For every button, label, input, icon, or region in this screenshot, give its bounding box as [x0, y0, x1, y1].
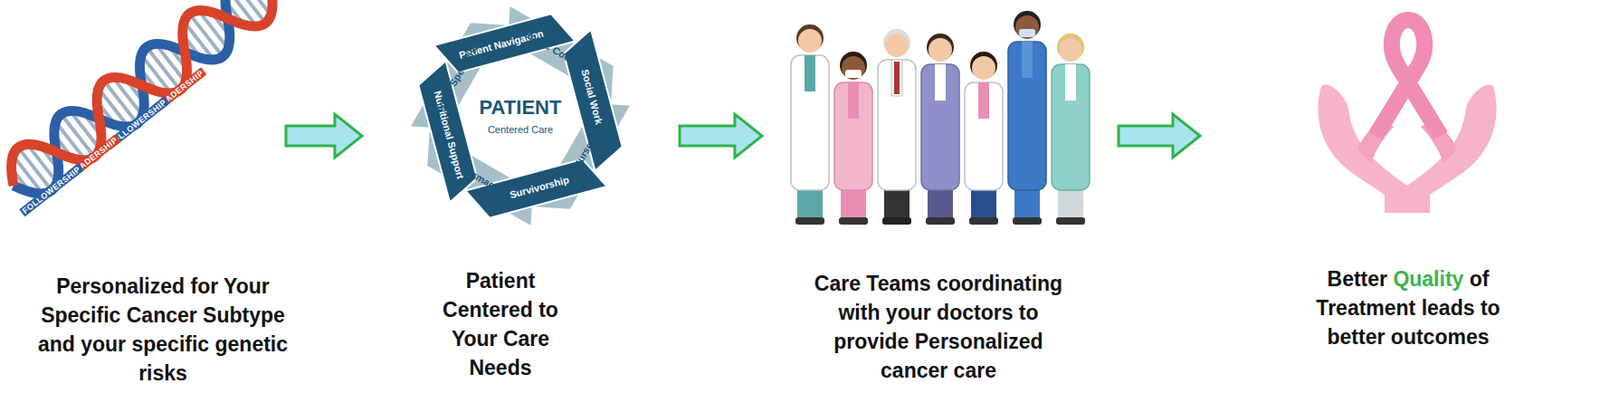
picture-step: Care Teams coordinating with your doctor…: [765, 0, 1115, 231]
step-caption: Better Quality of Treatment leads to bet…: [1302, 264, 1515, 352]
drawing-part: [1012, 217, 1042, 225]
drawing-part: [838, 217, 868, 225]
drawing-part: [877, 59, 916, 191]
dna-strand-red: [0, 0, 287, 208]
drawing-part: [1021, 41, 1033, 78]
team-member: [1008, 10, 1047, 225]
dna-strand-blue: [0, 0, 287, 208]
drawing-part: [891, 59, 903, 96]
wheel-subtitle: Centered Care: [487, 123, 553, 136]
step-caption: Patient Centered to Your Care Needs: [432, 266, 569, 382]
block-arrow: [1118, 114, 1200, 158]
drawing-part: [1013, 10, 1041, 39]
drawing-part: [970, 51, 998, 79]
team-role-label: pharmacists: [455, 160, 512, 200]
step-caption: Personalized for Your Specific Cancer Su…: [27, 271, 299, 388]
drawing-part: [883, 28, 911, 57]
picture-step: Personalized for Your Specific Cancer Su…: [0, 0, 283, 218]
drawing-part: [839, 51, 867, 79]
team-member: [921, 33, 960, 225]
drawing-part: [795, 217, 825, 225]
highlight-word: Quality: [1392, 266, 1464, 291]
drawing-part: [971, 56, 996, 80]
team-role-label: Cancer Specialists: [428, 37, 484, 120]
drawing-part: [847, 82, 859, 119]
drawing-part: [928, 38, 953, 62]
dna-helix: [0, 0, 287, 208]
drawing-part: [1065, 64, 1077, 101]
drawing-part: [834, 82, 873, 191]
block-arrow: [285, 114, 362, 158]
drawing-part: [841, 56, 866, 80]
drawing-part: [1057, 33, 1085, 61]
drawing-part: [964, 82, 1003, 191]
drawing-part: [796, 24, 824, 52]
team-role-label: Survivorship: [508, 173, 571, 201]
ribbon-hands: [1317, 19, 1496, 213]
drawing-part: [894, 61, 900, 95]
block-arrow: [679, 114, 762, 158]
drawing-part: [804, 55, 816, 92]
drawing-part: [1015, 15, 1039, 39]
drawing-part: [845, 69, 862, 78]
team-role-label: Nurses: [571, 135, 599, 172]
strand-label: FOLLOWERSHIP: [19, 163, 84, 218]
drawing-part: [1019, 28, 1036, 38]
care-wheel: [409, 4, 631, 227]
drawing-part: [882, 217, 912, 225]
drawing-part: [798, 28, 822, 53]
drawing-part: [969, 217, 999, 225]
care-team: [790, 10, 1090, 225]
team-member: [964, 51, 1003, 225]
drawing-part: [1051, 64, 1090, 191]
drawing-part: [1056, 217, 1086, 225]
team-member: [877, 28, 916, 225]
wheel-title: PATIENT: [479, 95, 562, 119]
awareness-ribbon: [1375, 19, 1441, 136]
team-member: [1051, 33, 1090, 225]
picture-step: Better Quality of Treatment leads to bet…: [1203, 0, 1593, 218]
drawing-part: [921, 64, 960, 191]
drawing-part: [926, 33, 954, 61]
team-member: [790, 24, 829, 225]
drawing-part: [925, 217, 955, 225]
drawing-part: [790, 55, 829, 191]
drawing-part: [885, 33, 909, 58]
wheel-center: [467, 63, 573, 169]
team-member: [834, 51, 873, 225]
drawing-part: [1008, 41, 1047, 191]
drawing-part: [978, 82, 990, 119]
team-role-label: Social Work: [579, 67, 605, 126]
drawing-part: [934, 64, 946, 101]
drawing-part: [1058, 38, 1083, 62]
step-caption: Care Teams coordinating with your doctor…: [802, 268, 1075, 385]
